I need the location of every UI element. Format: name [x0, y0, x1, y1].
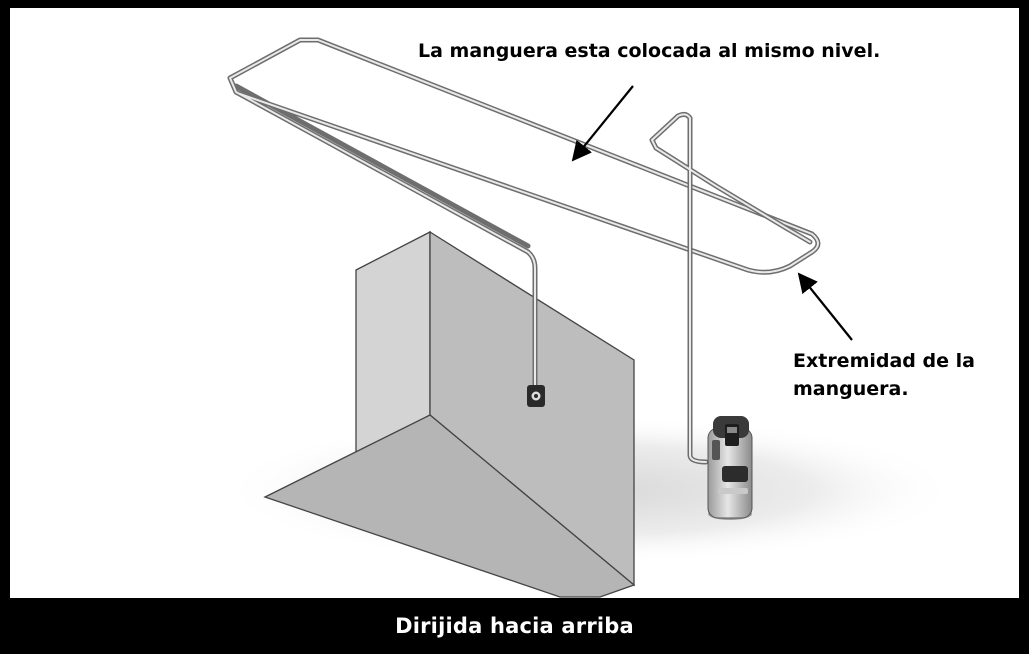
label-hose-end-line1: Extremidad de la: [793, 350, 975, 372]
wall-inlet-valve: [527, 385, 545, 407]
arrow-hose-level: [571, 85, 634, 162]
central-vacuum-unit: [707, 416, 753, 520]
footer-title: Dirijida hacia arriba: [395, 614, 634, 638]
arrow-hose-end: [797, 272, 853, 341]
room-wall: [263, 230, 636, 598]
installation-illustration: [220, 37, 960, 598]
footer-bar: Dirijida hacia arriba: [0, 598, 1029, 654]
hose-loop-short: [649, 111, 813, 465]
label-hose-end: Extremidad de la manguera.: [793, 347, 975, 403]
hose-loop-long: [227, 37, 821, 388]
floor-slab: [263, 414, 636, 598]
label-hose-level: La manguera esta colocada al mismo nivel…: [418, 40, 881, 62]
diagram-panel: [10, 8, 1019, 598]
label-hose-end-line2: manguera.: [793, 378, 909, 400]
